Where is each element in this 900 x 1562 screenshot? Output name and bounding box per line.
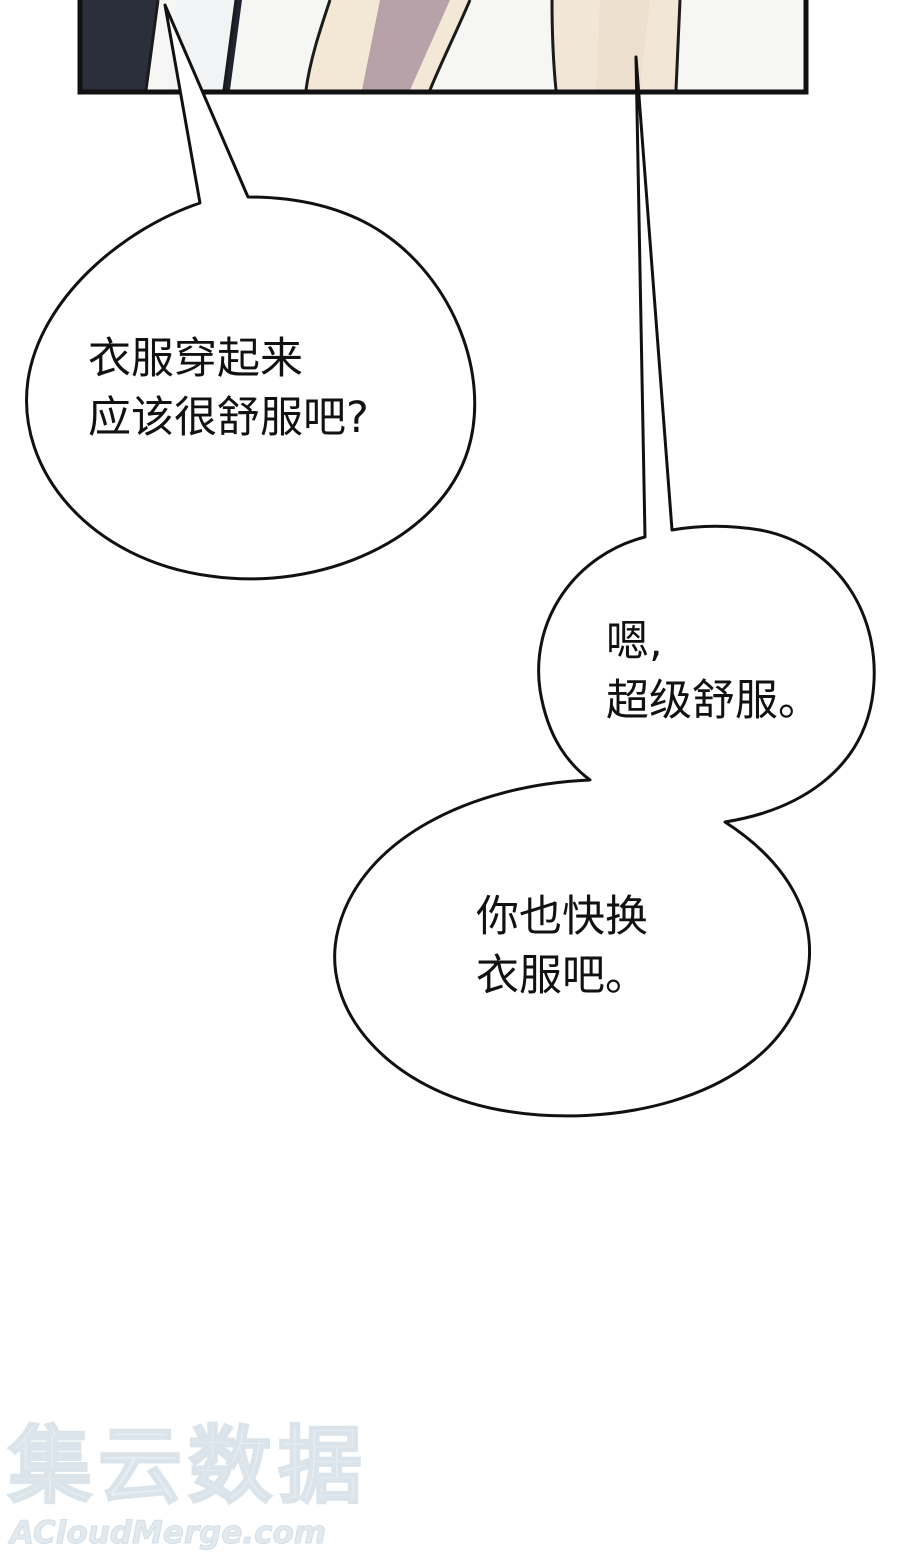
bubble-2-line-1: 嗯, bbox=[606, 617, 663, 667]
bubble-2-line-2: 超级舒服。 bbox=[606, 676, 821, 726]
bubble-1-text: 衣服穿起来 应该很舒服吧? bbox=[88, 330, 369, 448]
speech-bubble-1 bbox=[25, 3, 477, 581]
bubble-1-line-2: 应该很舒服吧? bbox=[88, 393, 369, 443]
bubble-1-line-1: 衣服穿起来 bbox=[88, 334, 303, 384]
watermark: 集云数据 ACloudMerge.com bbox=[7, 1417, 380, 1558]
watermark-latin: ACloudMerge.com bbox=[9, 1515, 327, 1552]
bubble-2-text: 嗯, 超级舒服。 bbox=[606, 613, 821, 731]
watermark-cjk: 集云数据 bbox=[7, 1417, 369, 1515]
speech-bubble-2-3 bbox=[333, 55, 876, 1118]
bubble-3-line-1: 你也快换 bbox=[476, 892, 648, 942]
bubble-3-text: 你也快换 衣服吧。 bbox=[476, 888, 648, 1006]
bubble-3-line-2: 衣服吧。 bbox=[476, 951, 648, 1001]
panel-border bbox=[77, 0, 809, 95]
